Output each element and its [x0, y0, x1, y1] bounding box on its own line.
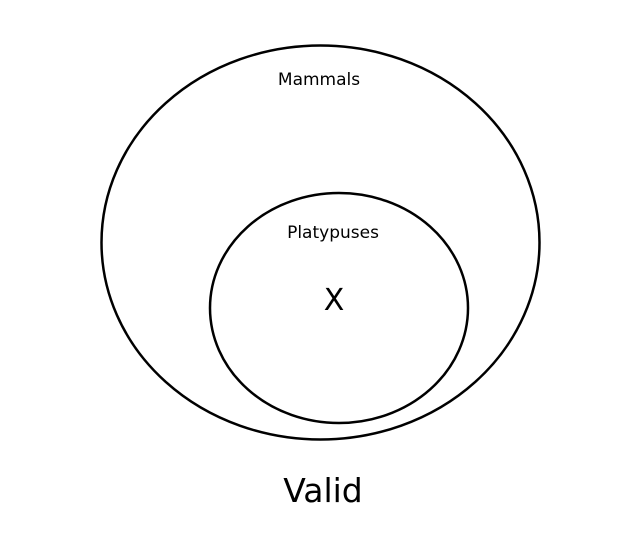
platypuses-set-label: Platypuses	[287, 223, 379, 243]
mammals-set-ellipse	[100, 44, 541, 441]
validity-verdict: Valid	[283, 471, 363, 510]
mammals-set-label: Mammals	[277, 70, 361, 90]
platypuses-set-ellipse	[208, 191, 470, 425]
x-marker: X	[323, 283, 345, 318]
